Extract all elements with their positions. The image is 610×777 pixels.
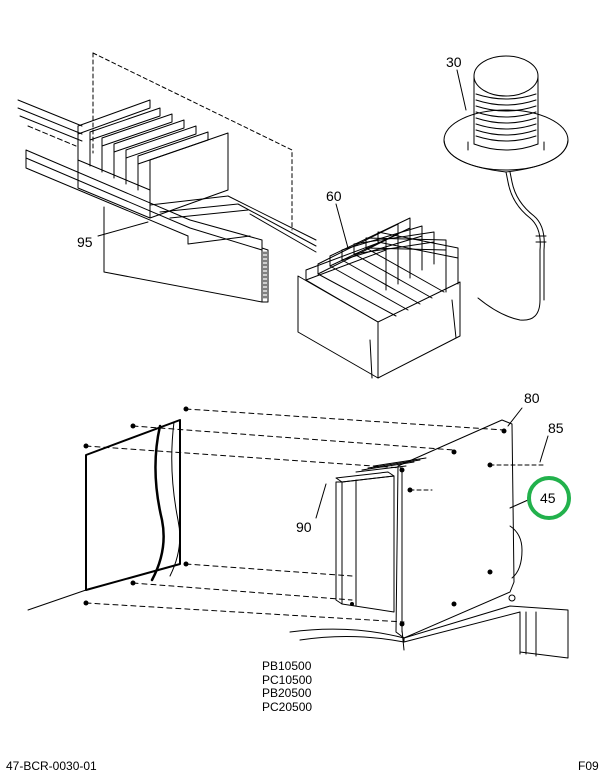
model-list: PB10500 PC10500 PB20500 PC20500	[262, 659, 313, 714]
drawing-number: 47-BCR-0030-01	[6, 759, 97, 773]
callout-90: 90	[296, 519, 312, 535]
part-60-heatsink	[297, 203, 461, 379]
part-30-button	[443, 55, 569, 321]
model-code: PB10500	[262, 659, 312, 673]
part-95-rail-assembly	[17, 52, 317, 303]
callout-95: 95	[77, 234, 93, 250]
callout-45: 45	[540, 490, 556, 506]
lower-assembly	[27, 407, 569, 659]
callout-80: 80	[524, 390, 540, 406]
model-code: PC20500	[262, 699, 313, 714]
callout-85: 85	[548, 420, 564, 436]
callout-60: 60	[326, 188, 342, 204]
model-code: PB20500	[262, 686, 312, 700]
sheet-code: F09	[578, 759, 599, 773]
fastener-holes	[83, 406, 507, 627]
model-code: PC10500	[262, 672, 313, 687]
callout-30: 30	[446, 54, 462, 70]
highlight-ring	[527, 476, 571, 520]
